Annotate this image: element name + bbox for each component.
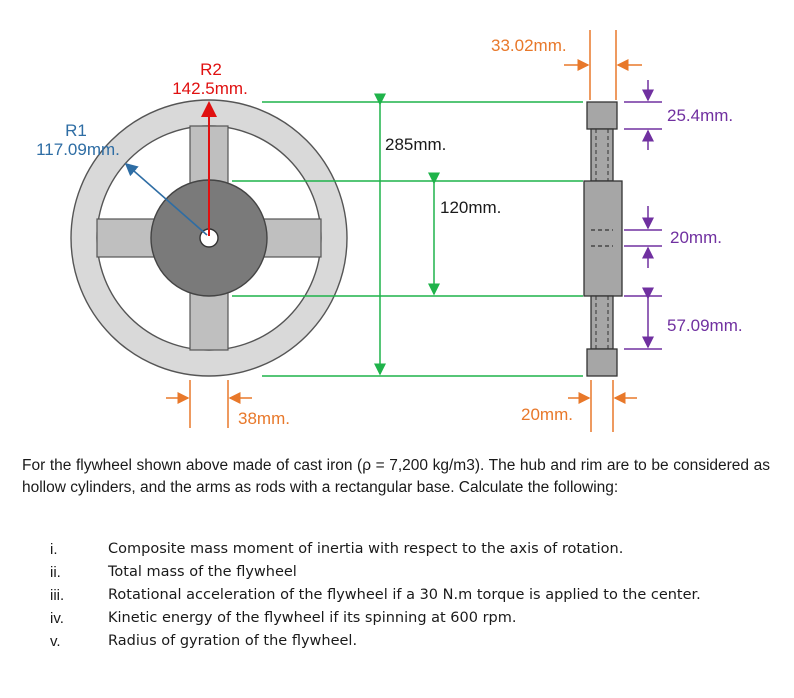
question-number: v. [50,633,61,650]
side-hub [583,180,623,297]
flywheel-figure: R2 142.5mm. R1 117.09mm. 285mm. 120mm. 3… [36,30,743,432]
dim-33-lines [564,30,642,100]
list-item: i. Composite mass moment of inertia with… [22,538,782,561]
r1-value: 117.09mm. [36,140,120,159]
dim-120-label: 120mm. [440,198,501,217]
question-number: iv. [50,610,64,627]
question-text: Composite mass moment of inertia with re… [108,541,624,557]
r2-label: R2 [200,60,222,79]
problem-statement: For the flywheel shown above made of cas… [22,457,770,496]
r2-value: 142.5mm. [172,79,248,98]
list-item: ii. Total mass of the flywheel [22,561,782,584]
question-text: Rotational acceleration of the flywheel … [108,587,701,603]
flywheel-side-view [583,101,623,377]
question-number: ii. [50,564,61,581]
side-rim-top [586,101,618,130]
dim-20-label: 20mm. [670,228,722,247]
side-arm-bottom [590,295,614,350]
flywheel-front-view [70,99,348,377]
question-text: Total mass of the flywheel [108,564,297,580]
question-text: Kinetic energy of the flywheel if its sp… [108,610,517,626]
arm-left [96,218,158,258]
dim-purple-lines [624,80,662,350]
dim-20-side-label: 20mm. [521,405,573,424]
question-list: i. Composite mass moment of inertia with… [22,538,782,653]
list-item: iii. Rotational acceleration of the flyw… [22,584,782,607]
side-rim-bottom [586,348,618,377]
question-number: i. [50,541,58,558]
side-arm-top [590,128,614,182]
dim-33-label: 33.02mm. [491,36,567,55]
question-text: Radius of gyration of the flywheel. [108,633,358,649]
dim-38-label: 38mm. [238,409,290,428]
radius-r1-arrow [124,162,208,236]
list-item: iv. Kinetic energy of the flywheel if it… [22,607,782,630]
dim-25-label: 25.4mm. [667,106,733,125]
r1-label: R1 [65,121,87,140]
dim-20-side-lines [568,380,637,432]
dim-38-lines [166,380,252,428]
question-number: iii. [50,587,65,604]
extension-lines [232,101,583,377]
arm-bottom [189,289,229,351]
list-item: v. Radius of gyration of the flywheel. [22,630,782,653]
arm-right [260,218,322,258]
dim-285-label: 285mm. [385,135,446,154]
dim-57-label: 57.09mm. [667,316,743,335]
